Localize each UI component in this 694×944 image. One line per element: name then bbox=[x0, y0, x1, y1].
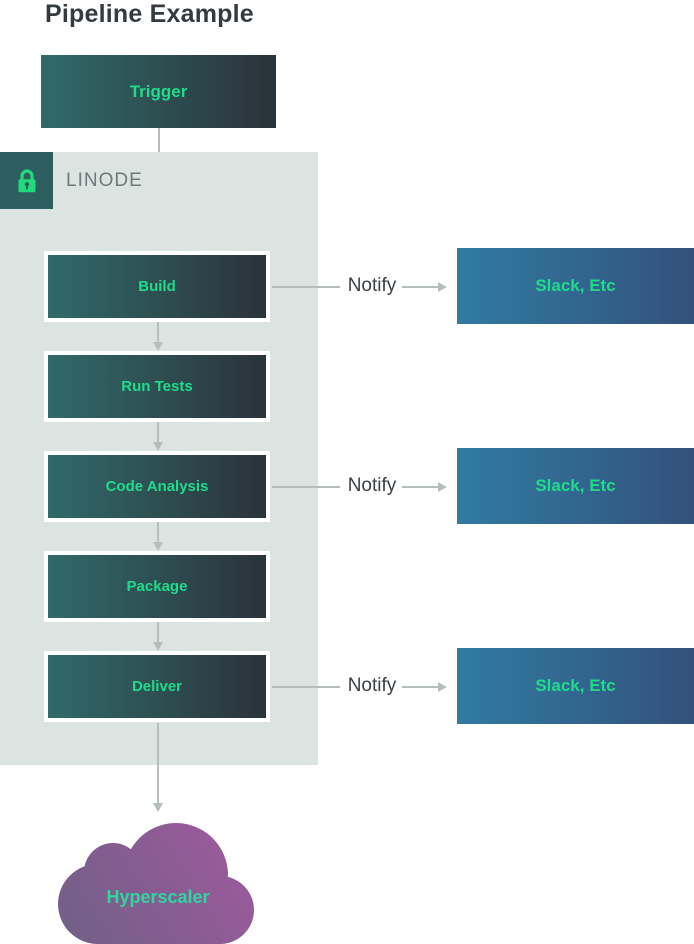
node-run-tests: Run Tests bbox=[44, 351, 270, 422]
node-build-label: Build bbox=[138, 278, 176, 295]
line-codeanalysis-to-notify bbox=[272, 486, 340, 488]
notify-label-build: Notify bbox=[347, 275, 397, 296]
node-code-analysis-label: Code Analysis bbox=[105, 478, 209, 495]
page-title: Pipeline Example bbox=[45, 0, 254, 28]
node-slack-3: Slack, Etc bbox=[457, 648, 694, 724]
arrow-notify-to-slack-2 bbox=[402, 482, 447, 492]
node-slack-1-label: Slack, Etc bbox=[535, 276, 616, 295]
arrow-deliver-to-hyperscaler bbox=[153, 723, 163, 812]
node-hyperscaler-label: Hyperscaler bbox=[106, 887, 209, 907]
arrow-codeanalysis-to-package bbox=[153, 522, 163, 551]
arrow-package-to-deliver bbox=[153, 622, 163, 651]
node-package: Package bbox=[44, 551, 270, 622]
notify-label-deliver: Notify bbox=[347, 675, 397, 696]
node-deliver: Deliver bbox=[44, 651, 270, 722]
node-code-analysis: Code Analysis bbox=[44, 451, 270, 522]
linode-label: LINODE bbox=[66, 169, 143, 191]
line-build-to-notify bbox=[272, 286, 340, 288]
node-deliver-label: Deliver bbox=[131, 678, 183, 695]
node-slack-1: Slack, Etc bbox=[457, 248, 694, 324]
cloud-icon: Hyperscaler bbox=[58, 823, 254, 944]
node-slack-2-label: Slack, Etc bbox=[535, 476, 616, 495]
arrow-notify-to-slack-1 bbox=[402, 282, 447, 292]
lock-badge bbox=[0, 152, 53, 209]
notify-label-codeanalysis: Notify bbox=[347, 475, 397, 496]
node-trigger-label: Trigger bbox=[129, 81, 188, 101]
node-build: Build bbox=[44, 251, 270, 322]
lock-icon bbox=[18, 168, 35, 192]
node-slack-3-label: Slack, Etc bbox=[535, 676, 616, 695]
node-trigger: Trigger bbox=[41, 55, 276, 128]
line-deliver-to-notify bbox=[272, 686, 340, 688]
node-slack-2: Slack, Etc bbox=[457, 448, 694, 524]
node-hyperscaler: Hyperscaler bbox=[58, 820, 258, 944]
arrow-runtests-to-codeanalysis bbox=[153, 422, 163, 451]
node-run-tests-label: Run Tests bbox=[121, 378, 193, 395]
arrow-notify-to-slack-3 bbox=[402, 682, 447, 692]
node-package-label: Package bbox=[126, 578, 188, 595]
arrow-build-to-runtests bbox=[153, 322, 163, 351]
